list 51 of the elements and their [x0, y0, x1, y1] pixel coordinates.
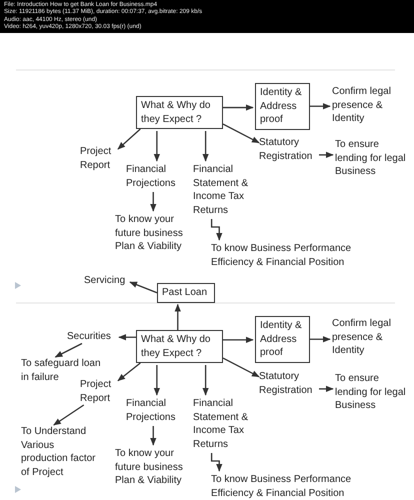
- arrow: [210, 219, 222, 241]
- arrow: [222, 123, 260, 144]
- arrow: [202, 131, 209, 162]
- node-text: Financial Statement & Income Tax Returns: [193, 163, 250, 217]
- node-text: Confirm legal presence & Identity: [332, 317, 392, 358]
- arrow: [154, 131, 160, 162]
- arrow: [310, 103, 331, 110]
- node-text: Identity & Address proof: [260, 86, 303, 126]
- node-text: Securities: [67, 330, 112, 344]
- node-text: To ensure lending for legal Business: [335, 372, 407, 412]
- node-text: Identity & Address proof: [260, 319, 303, 360]
- arrow: [310, 336, 331, 342]
- arrow: [319, 386, 334, 392]
- node-text: What & Why do they Expect ?: [141, 99, 212, 126]
- arrow: [150, 426, 156, 446]
- process-box: [136, 96, 223, 129]
- node-text: To know Business Performance Efficiency & Financial Position: [211, 242, 352, 269]
- node-text: Servicing: [84, 274, 126, 288]
- arrow: [222, 357, 260, 378]
- arrow: [117, 128, 141, 150]
- node-text: To know your future business Plan & Viability: [115, 213, 184, 254]
- arrow: [154, 365, 160, 396]
- node-text: To know your future business Plan & Viability: [115, 447, 184, 488]
- arrow: [150, 192, 156, 212]
- process-box: [157, 283, 215, 302]
- arrow: [202, 365, 209, 396]
- node-text: Financial Statement & Income Tax Returns: [193, 397, 250, 451]
- arrow: [223, 104, 254, 111]
- node-text: To Understand Various production factor of Project: [21, 425, 96, 479]
- process-box: [255, 316, 310, 362]
- node-text: Past Loan: [162, 286, 208, 300]
- node-text: To know Business Performance Efficiency & Financial Position: [211, 473, 352, 500]
- node-text: Project Report: [80, 145, 112, 172]
- arrow: [319, 152, 334, 158]
- process-box: [136, 330, 223, 363]
- arrow: [210, 453, 222, 472]
- arrow: [54, 342, 82, 358]
- node-text: What & Why do they Expect ?: [141, 333, 212, 360]
- node-text: Statutory Registration: [259, 370, 314, 397]
- arrow: [129, 282, 158, 294]
- node-text: Financial Projections: [126, 397, 176, 424]
- node-text: Financial Projections: [126, 163, 176, 190]
- node-text: Statutory Registration: [259, 136, 314, 163]
- arrow: [117, 362, 141, 382]
- node-text: To ensure lending for legal Business: [335, 138, 407, 178]
- arrow: [174, 304, 181, 330]
- node-text: Confirm legal presence & Identity: [332, 85, 392, 126]
- arrow: [53, 404, 84, 426]
- arrow: [223, 336, 254, 344]
- process-box: [255, 83, 310, 130]
- arrow: [118, 334, 136, 340]
